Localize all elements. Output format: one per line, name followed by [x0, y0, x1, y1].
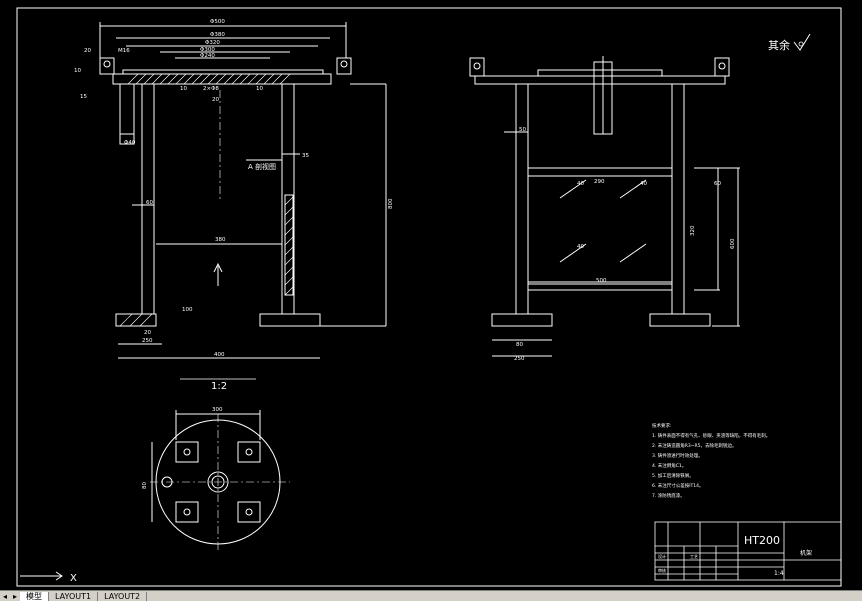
- dim-x3: 10: [256, 86, 263, 92]
- dim-foot-a: 60: [146, 200, 153, 206]
- tab-model[interactable]: 模型: [20, 591, 49, 601]
- tab-nav-next-icon[interactable]: ▸: [12, 591, 17, 601]
- dim-foot-w: 100: [182, 307, 193, 313]
- dim-foot-h: 250: [142, 338, 153, 344]
- dim-side-top: 50: [519, 127, 526, 133]
- tab-layout1[interactable]: LAYOUT1: [49, 591, 99, 601]
- tech-note-2: 2. 未注铸造圆角R3~R5，去除毛刺锐边。: [652, 442, 736, 449]
- tech-notes: 技术要求: 1. 铸件表面不得有气孔、砂眼、夹渣等缺陷，不得有毛刺。 2. 未注…: [652, 422, 770, 499]
- dim-height-total: 800: [388, 198, 394, 209]
- section-note: A 剖视图: [248, 162, 276, 171]
- dim-left-20: 20: [84, 48, 91, 54]
- dim-width-inner: 380: [215, 237, 226, 243]
- school-label: 工艺: [690, 554, 698, 559]
- dim-side-leg: 40: [577, 181, 584, 187]
- dim-left-10: 10: [74, 68, 81, 74]
- dim-section: Φ40: [124, 140, 136, 146]
- dim-hole: M16: [118, 48, 130, 54]
- scale-label: 1:2: [211, 381, 227, 392]
- layout-tabs: ◂ ▸ 模型 LAYOUT1 LAYOUT2: [0, 590, 862, 601]
- title-block: [654, 521, 842, 581]
- tech-note-3: 3. 铸件须进行时效处理。: [652, 452, 703, 459]
- roughness-symbol-icon: [793, 33, 811, 51]
- tech-note-4: 4. 未注倒角C1。: [652, 462, 686, 469]
- side-view: [469, 56, 740, 357]
- tech-note-5: 5. 加工后清除铁屑。: [652, 472, 694, 479]
- dim-left-15: 15: [80, 94, 87, 100]
- tech-note-7: 7. 涂防锈底漆。: [652, 492, 685, 499]
- roughness-note: 其余: [768, 33, 811, 52]
- side-view-labels: 50 40 290 40 320 600 60 40 500 80 250: [514, 127, 736, 362]
- dim-side-rib: 40: [577, 244, 584, 250]
- dim-side-h-inner: 320: [690, 225, 696, 236]
- dim-side-foot-b: 250: [514, 356, 525, 362]
- dim-d500: Φ500: [210, 19, 225, 25]
- dim-d240: Φ240: [200, 53, 215, 59]
- check-label: 审核: [658, 567, 666, 573]
- roughness-text: 其余: [768, 38, 790, 52]
- plan-view: [150, 410, 290, 550]
- tab-layout2[interactable]: LAYOUT2: [98, 591, 148, 601]
- drawing-border: [16, 7, 842, 587]
- ucs-icon: [20, 571, 63, 581]
- material-label: HT200: [744, 534, 780, 547]
- tech-note-6: 6. 未注尺寸公差按IT14。: [652, 482, 704, 489]
- dim-foot-b: 20: [144, 330, 151, 336]
- dim-side-h-small: 60: [714, 181, 721, 187]
- dim-d380: Φ380: [210, 32, 225, 38]
- part-name: 机架: [800, 549, 812, 557]
- front-view: [99, 22, 387, 359]
- ucs-x-label: X: [70, 573, 77, 584]
- dim-side-foot-a: 80: [516, 342, 523, 348]
- dim-d320: Φ320: [205, 40, 220, 46]
- tech-note-title: 技术要求:: [652, 422, 672, 429]
- tech-note-1: 1. 铸件表面不得有气孔、砂眼、夹渣等缺陷，不得有毛刺。: [652, 432, 770, 439]
- plan-view-labels: 300 80: [142, 407, 223, 489]
- dim-x1: 10: [180, 86, 187, 92]
- dim-x2: 20: [212, 97, 219, 103]
- dim-side-w2: 40: [640, 181, 647, 187]
- dim-side-w1: 290: [594, 179, 605, 185]
- tab-nav-prev-icon[interactable]: ◂: [2, 591, 7, 601]
- dim-d300: Φ300: [200, 47, 215, 53]
- dim-base-w: 400: [214, 352, 225, 358]
- title-block-labels: HT200 1:4 机架 设计 审核 工艺: [658, 534, 812, 577]
- scale-value: 1:4: [774, 570, 784, 577]
- dim-r1: 2×Φ8: [203, 86, 219, 92]
- dim-side-h-outer: 600: [730, 238, 736, 249]
- dim-plan-dia: 300: [212, 407, 223, 413]
- dim-detail: 35: [302, 153, 309, 159]
- dim-plan-off: 80: [142, 482, 148, 489]
- dim-side-span: 500: [596, 278, 607, 284]
- front-view-labels: Φ500 Φ380 Φ320 Φ300 Φ240 20 10 15 M16 2×…: [74, 19, 394, 358]
- design-label: 设计: [658, 553, 666, 559]
